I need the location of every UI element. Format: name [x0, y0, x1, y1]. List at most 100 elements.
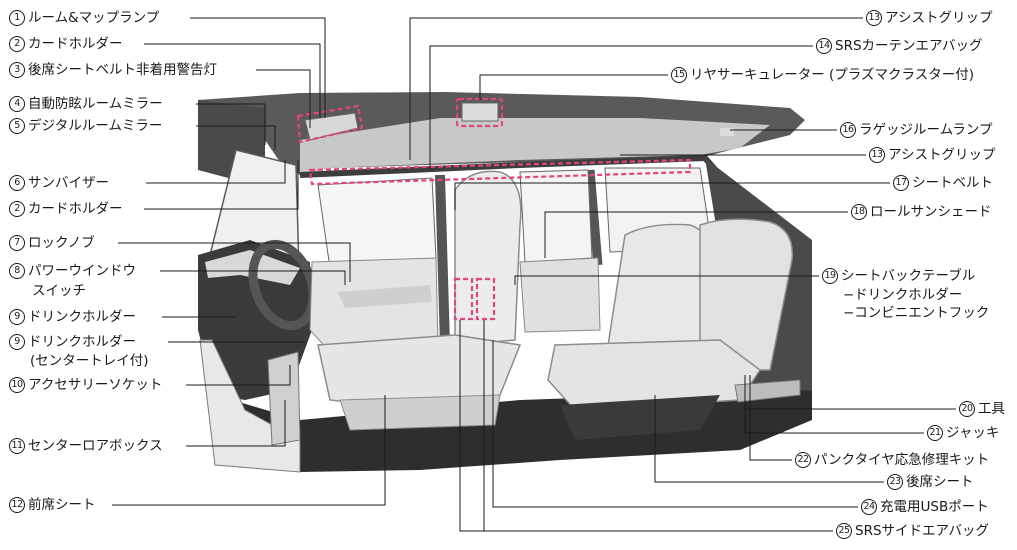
label-auto-dimming-mirror: 4 自動防眩ルームミラー	[9, 96, 163, 112]
label-text: SRSサイドエアバッグ	[855, 523, 989, 539]
label-text: 前席シート	[28, 497, 96, 513]
label-front-seat: 12 前席シート	[9, 497, 96, 513]
callout-number: 10	[9, 377, 25, 393]
label-text: SRSカーテンエアバッグ	[835, 38, 983, 54]
label-repair-kit: 22 パンクタイヤ応急修理キット	[795, 452, 989, 468]
label-text: リヤサーキュレーター (プラズマクラスター付)	[690, 67, 975, 83]
callout-number: 8	[9, 263, 25, 279]
leader-l23	[654, 395, 884, 483]
callout-number: 9	[9, 309, 25, 325]
door-armrest	[338, 285, 432, 308]
label-text: パンクタイヤ応急修理キット	[814, 452, 990, 468]
rear-tray	[734, 379, 801, 403]
label-text: シートベルト	[912, 175, 993, 191]
label-rear-circulator: 15 リヤサーキュレーター (プラズマクラスター付)	[671, 67, 974, 83]
label-text: シートバックテーブル	[841, 268, 976, 284]
front-door-pillar	[435, 174, 450, 346]
label-text: パワーウインドウ	[28, 263, 136, 279]
label-drink-holder-tray-sub: (センタートレイ付)	[30, 353, 149, 369]
callout-number: 13	[866, 10, 882, 26]
label-usb-port: 24 充電用USBポート	[861, 499, 989, 515]
label-side-airbag: 25 SRSサイドエアバッグ	[836, 523, 989, 539]
leader-l8	[160, 270, 346, 285]
callout-number: 14	[816, 38, 832, 54]
label-text: サンバイザー	[28, 175, 109, 191]
rear-seat-back-right	[699, 218, 794, 371]
leader-l14	[429, 45, 813, 170]
leader-l5	[196, 125, 276, 150]
label-seatback-drink-holder: −ドリンクホルダー	[843, 287, 963, 303]
callout-number: 3	[9, 62, 25, 78]
label-text: カードホルダー	[28, 201, 123, 217]
label-text: ドリンクホルダー	[28, 334, 136, 350]
label-lock-knob: 7 ロックノブ	[9, 235, 95, 251]
rear-circulator-shape	[461, 102, 499, 122]
label-roll-sunshade: 18 ロールサンシェード	[851, 204, 992, 220]
leader-l6	[146, 160, 286, 184]
callout-number: 16	[840, 122, 856, 138]
label-text: カードホルダー	[28, 36, 123, 52]
leader-l2a	[144, 43, 321, 118]
label-text: 工具	[978, 401, 1005, 417]
callout-number: 19	[822, 268, 838, 284]
label-text: 自動防眩ルームミラー	[28, 96, 163, 112]
label-text: アクセサリーソケット	[28, 377, 163, 393]
callout-number: 18	[851, 204, 867, 220]
callout-number: 5	[9, 118, 25, 134]
steering-wheel	[248, 239, 318, 331]
callout-number: 23	[887, 474, 903, 490]
leader-l21	[744, 375, 924, 434]
leader-l10	[186, 365, 291, 386]
leader-l17	[454, 182, 890, 210]
label-card-holder-bottom: 2 カードホルダー	[9, 201, 123, 217]
luggage-lamp-shape	[720, 128, 734, 136]
callout-number: 12	[9, 497, 25, 513]
label-curtain-airbag: 14 SRSカーテンエアバッグ	[816, 38, 982, 54]
callout-number: 6	[9, 175, 25, 191]
label-power-window-sub: スイッチ	[32, 283, 86, 299]
label-assist-grip-bottom: 13 アシストグリップ	[869, 147, 995, 163]
leader-l2b	[144, 160, 299, 210]
label-drink-holder: 9 ドリンクホルダー	[9, 309, 136, 325]
callout-number: 25	[836, 523, 852, 539]
label-rear-seatbelt-warning: 3 後席シートベルト非着用警告灯	[9, 62, 217, 78]
leader-l3	[256, 69, 311, 128]
leader-l7	[118, 242, 351, 282]
callout-number: 20	[959, 401, 975, 417]
leader-l13a	[409, 17, 863, 160]
label-room-map-lamp: 1 ルーム&マップランプ	[9, 10, 159, 26]
label-text: ラゲッジルームランプ	[859, 122, 993, 138]
callout-number: 15	[671, 67, 687, 83]
leader-l1	[190, 17, 326, 118]
highlight-side-airbag-right	[475, 277, 496, 321]
leader-l25	[459, 320, 833, 532]
label-text: アシストグリップ	[885, 10, 993, 26]
leader-l19	[514, 275, 819, 285]
highlight-curtain-airbag	[308, 158, 692, 186]
sliding-door-pillar	[585, 169, 603, 266]
label-center-lower-box: 11 センターロアボックス	[9, 438, 163, 454]
label-seatbelt: 17 シートベルト	[893, 175, 993, 191]
label-text: ロックノブ	[28, 235, 95, 251]
rear-seat-legs	[560, 395, 720, 440]
callout-number: 7	[9, 235, 25, 251]
callout-number: 4	[9, 96, 25, 112]
label-drink-holder-tray: 9 ドリンクホルダー	[9, 334, 136, 350]
highlight-room-lamp	[296, 104, 364, 144]
label-text: デジタルルームミラー	[28, 118, 163, 134]
label-text: 後席シートベルト非着用警告灯	[28, 62, 217, 78]
callout-number: 11	[9, 438, 25, 454]
label-assist-grip-top: 13 アシストグリップ	[866, 10, 992, 26]
label-text: センターロアボックス	[28, 438, 163, 454]
label-text: ロールサンシェード	[870, 204, 992, 220]
label-luggage-lamp: 16 ラゲッジルームランプ	[840, 122, 993, 138]
label-seatback-table: 19 シートバックテーブル	[822, 268, 975, 284]
leader-l4	[196, 103, 266, 145]
label-sun-visor: 6 サンバイザー	[9, 175, 109, 191]
center-console	[267, 351, 301, 446]
label-text: ドリンクホルダー	[28, 309, 136, 325]
callout-number: 21	[927, 425, 943, 441]
